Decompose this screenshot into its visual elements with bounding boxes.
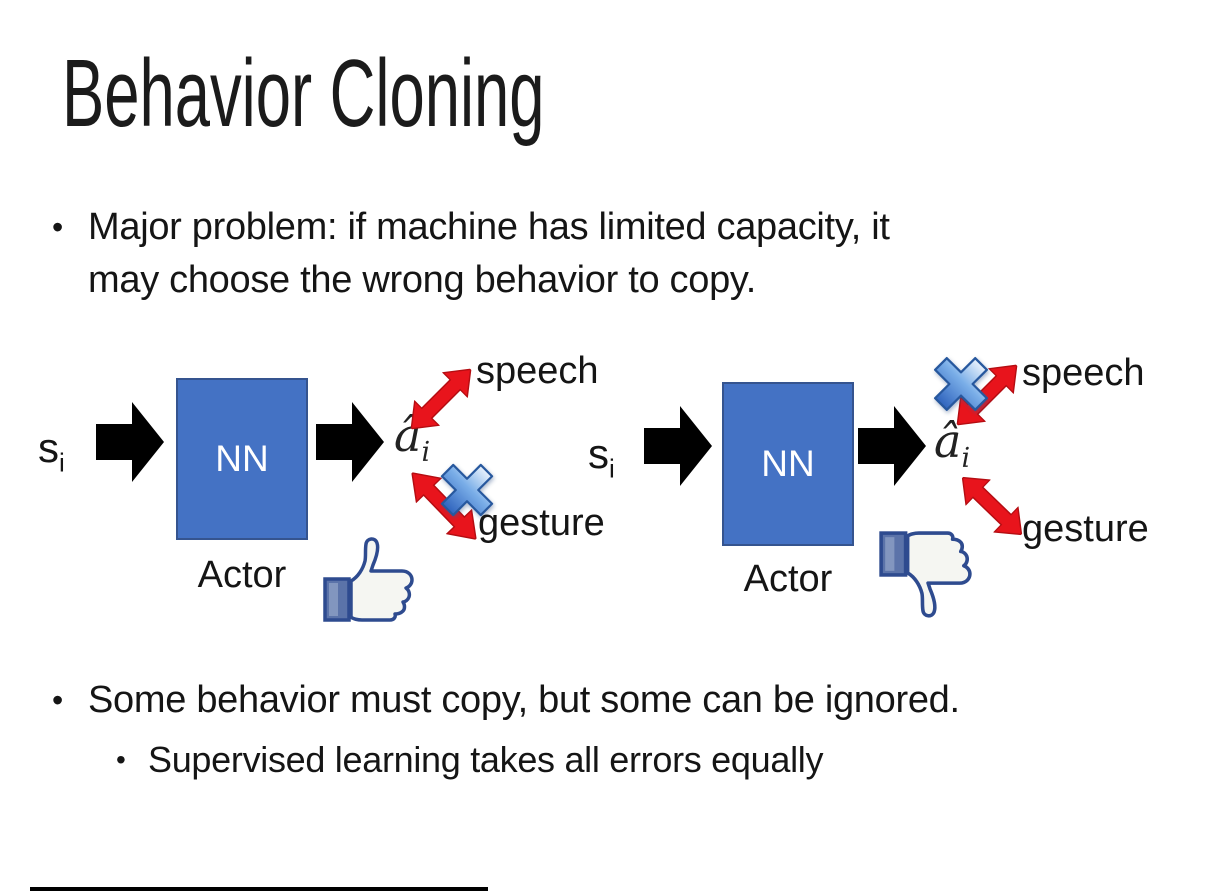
input-state-label-left: si <box>38 424 65 475</box>
bullet-text: Major problem: if machine has limited ca… <box>88 201 890 307</box>
gesture-label-left: gesture <box>478 502 605 544</box>
page-title: Behavior Cloning <box>62 40 545 147</box>
thumbs-up-icon <box>323 537 414 622</box>
cross-icon-left <box>440 463 494 517</box>
nn-box-left: NN <box>176 378 308 540</box>
block-arrow-icon <box>644 406 712 486</box>
actor-label-left: Actor <box>197 554 287 596</box>
state-var: s <box>38 424 59 471</box>
bullet-marker: • <box>116 744 126 775</box>
action-sub: i <box>961 443 971 475</box>
thumbs-down-icon <box>879 531 972 618</box>
cross-icon-right <box>933 356 989 412</box>
state-sub: i <box>609 453 615 484</box>
actor-label-right: Actor <box>743 558 833 600</box>
sub-bullet-supervised: • Supervised learning takes all errors e… <box>116 735 823 785</box>
speech-label-right: speech <box>1022 352 1145 394</box>
block-arrow-icon <box>96 402 164 482</box>
input-state-label-right: si <box>588 430 615 481</box>
speech-label-left: speech <box>476 350 599 392</box>
nn-box-right: NN <box>722 382 854 546</box>
double-arrow-icon-speech-left <box>399 357 484 442</box>
block-arrow-icon <box>858 406 926 486</box>
bullet-line-1: Major problem: if machine has limited ca… <box>88 206 890 248</box>
bullet-some-behavior: • Some behavior must copy, but some can … <box>52 674 960 727</box>
block-arrow-icon <box>316 402 384 482</box>
bullet-line-2: may choose the wrong behavior to copy. <box>88 259 757 301</box>
bullet-marker: • <box>52 209 63 245</box>
gesture-label-right: gesture <box>1022 508 1149 550</box>
bullet-major-problem: • Major problem: if machine has limited … <box>52 201 890 307</box>
nn-label: NN <box>761 443 815 484</box>
action-sub: i <box>421 437 431 469</box>
double-arrow-icon-speech-right <box>945 353 1030 438</box>
state-var: s <box>588 430 609 477</box>
double-arrow-icon-gesture-right <box>950 465 1034 548</box>
bullet-text: Supervised learning takes all errors equ… <box>148 739 824 780</box>
nn-label: NN <box>215 438 269 479</box>
bullet-marker: • <box>52 682 63 718</box>
bullet-text: Some behavior must copy, but some can be… <box>88 679 960 721</box>
bottom-edge-rule <box>30 887 488 891</box>
state-sub: i <box>59 447 65 478</box>
